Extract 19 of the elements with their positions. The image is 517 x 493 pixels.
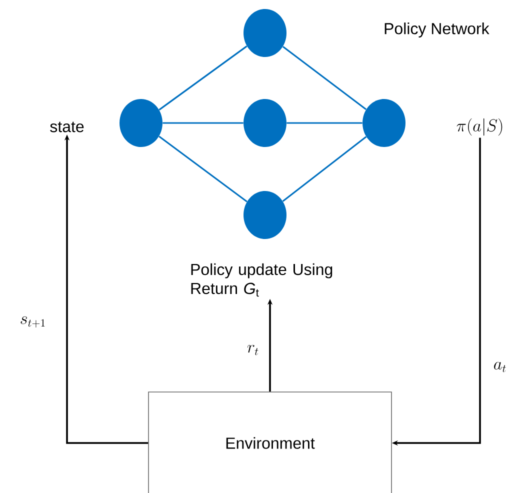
connection-line	[158, 46, 248, 110]
edge-label: $s_{t+1}$	[18, 316, 48, 328]
connection-line	[282, 46, 367, 110]
edge-label: $a_t$	[492, 361, 508, 373]
neuron-circle	[244, 191, 286, 239]
network-title: Policy Network	[384, 22, 490, 38]
connection-line	[158, 136, 248, 202]
state-label: state	[50, 122, 84, 132]
connection-line	[162, 122, 244, 124]
neuron-circle	[244, 9, 286, 57]
environment-box: Environment	[148, 392, 392, 493]
connection-line	[282, 136, 367, 202]
connection-line	[286, 122, 362, 124]
neuron-circle	[362, 99, 406, 147]
neuron-circle	[120, 99, 162, 147]
edge-label: $r_t$	[246, 344, 260, 356]
update-label: Policy update Using Return G$_{t}$	[191, 263, 332, 297]
neuron-circle	[244, 99, 286, 147]
policy-output-label: $\pi(a|S)$	[456, 118, 502, 136]
